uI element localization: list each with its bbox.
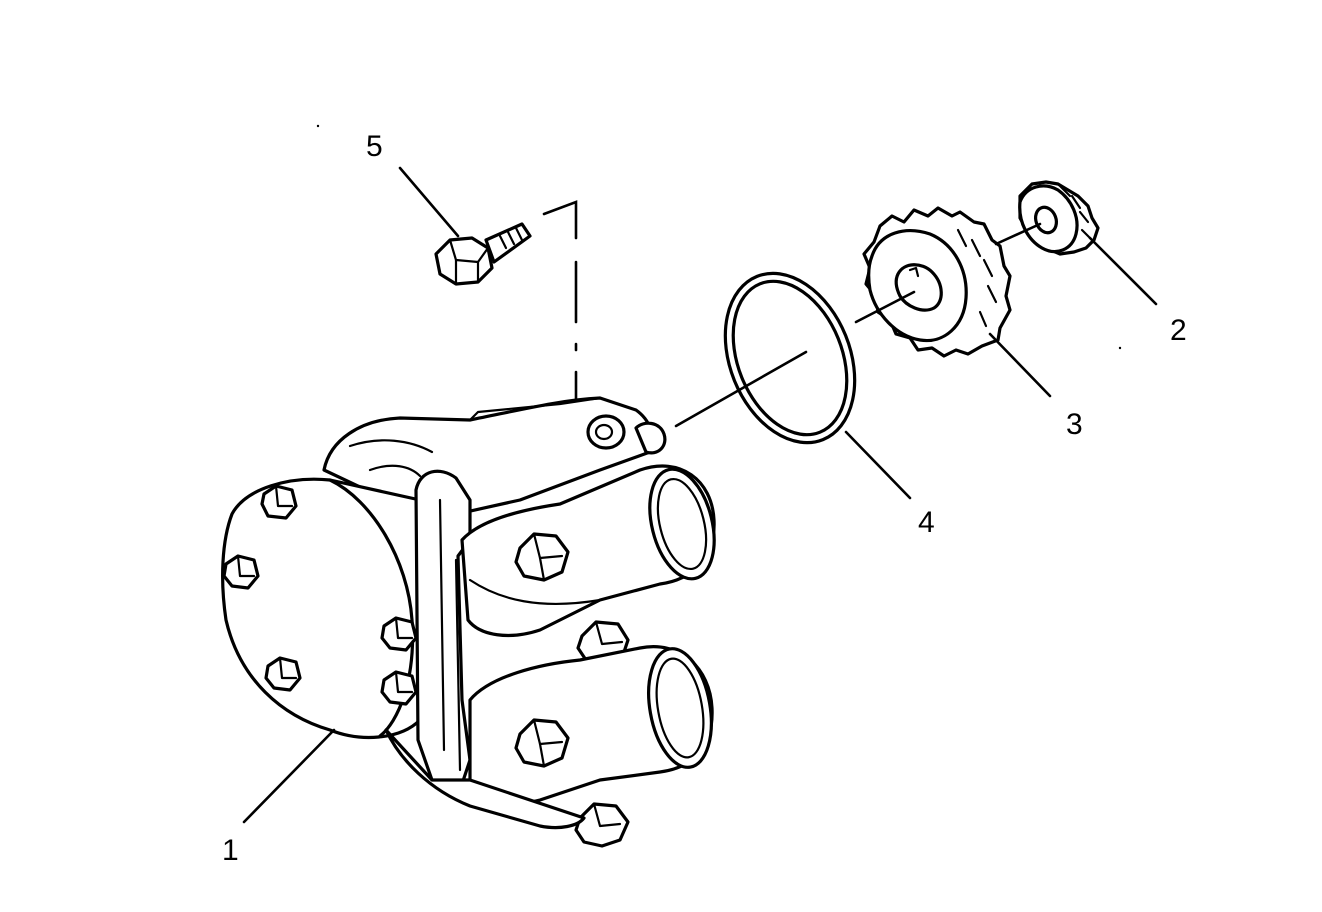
leader-2: [1088, 236, 1158, 306]
cover-bolt: [380, 670, 418, 706]
leader-1: [242, 728, 336, 824]
cover-bolt: [380, 616, 418, 652]
cover-bolt: [264, 656, 302, 692]
callout-3: 3: [1066, 408, 1083, 441]
scan-specks: [316, 124, 1122, 350]
leader-4: [844, 430, 912, 500]
leader-lines: [242, 166, 1158, 824]
cover-bolt: [222, 554, 260, 590]
cover-bolt: [260, 484, 298, 520]
leader-3: [988, 332, 1052, 398]
callout-2: 2: [1170, 314, 1187, 347]
assembly-lines: [674, 222, 1042, 428]
callout-labels: 5 2 3 4 1: [222, 130, 1187, 867]
port-bolt: [574, 802, 630, 848]
bolt-part: [434, 222, 532, 286]
large-gear-part: [862, 206, 1012, 358]
callout-5: 5: [366, 130, 383, 163]
small-gear-part: [1018, 180, 1100, 256]
leader-5: [398, 166, 460, 238]
port-bolt: [514, 532, 570, 582]
callout-4: 4: [918, 506, 935, 539]
port-bolt: [514, 718, 570, 768]
pump-body-part: [221, 396, 716, 848]
o-ring-part: [723, 271, 857, 445]
callout-1: 1: [222, 834, 239, 867]
